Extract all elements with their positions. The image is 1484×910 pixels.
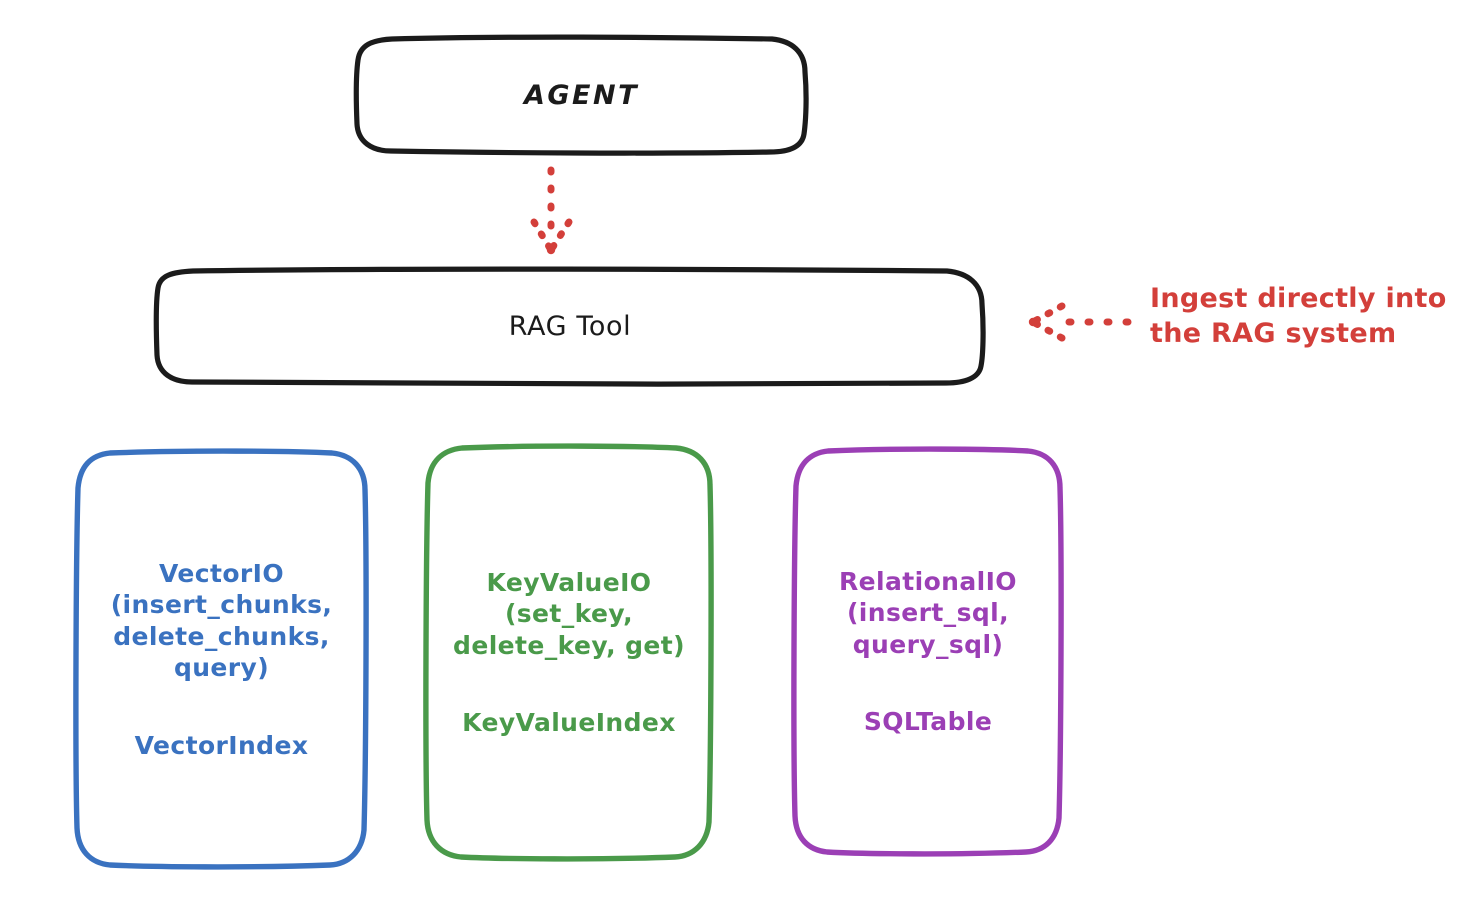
agent-label: AGENT — [523, 79, 639, 111]
vector-io-title: VectorIO (insert_chunks, delete_chunks, … — [110, 558, 333, 683]
rag-tool-label: RAG Tool — [508, 311, 632, 343]
relational-io-index: SQLTable — [863, 707, 993, 737]
ingest-annotation: Ingest directly into the RAG system — [1150, 283, 1447, 350]
ingest-to-rag-connector — [1028, 302, 1132, 342]
agent-node[interactable]: AGENT — [357, 38, 806, 153]
relational-io-node[interactable]: RelationalIO (insert_sql, query_sql) SQL… — [795, 450, 1061, 853]
keyvalue-io-index: KeyValueIndex — [462, 708, 676, 738]
vector-io-index: VectorIndex — [134, 730, 309, 760]
vector-io-node[interactable]: VectorIO (insert_chunks, delete_chunks, … — [77, 452, 366, 866]
keyvalue-io-node[interactable]: KeyValueIO (set_key, delete_key, get) Ke… — [427, 447, 711, 858]
agent-to-rag-connector — [530, 166, 573, 255]
relational-io-title: RelationalIO (insert_sql, query_sql) — [839, 566, 1017, 659]
rag-tool-node[interactable]: RAG Tool — [157, 270, 983, 384]
keyvalue-io-title: KeyValueIO (set_key, delete_key, get) — [453, 567, 685, 660]
